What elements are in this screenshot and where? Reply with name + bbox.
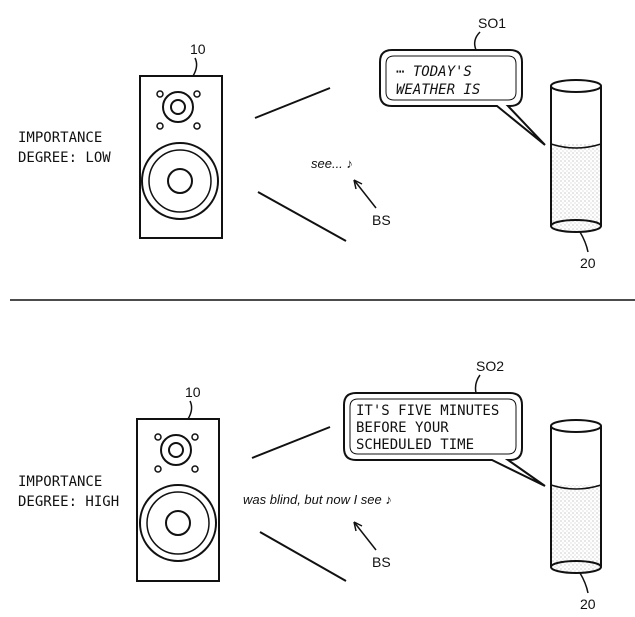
level-cylinder (550, 79, 602, 233)
speech-bubble: ⋯ TODAY'S WEATHER IS (379, 49, 546, 146)
bubble-ref-label: SO2 (476, 358, 504, 374)
cylinder-fill (551, 485, 601, 567)
speaker-leader-line (187, 400, 193, 420)
speaker-ref-label: 10 (185, 384, 201, 400)
speaker-ref-label: 10 (190, 41, 206, 57)
bs-label: BS (372, 554, 391, 570)
bubble-ref-leader (473, 31, 481, 51)
bubble-text-line2: WEATHER IS (396, 82, 480, 98)
importance-label-line2: DEGREE: HIGH (18, 494, 119, 510)
bubble-ref-leader (474, 374, 481, 394)
music-text: was blind, but now I see ♪ (243, 492, 392, 507)
bubble-ref-label: SO1 (478, 15, 506, 31)
sound-line-lower (257, 191, 347, 242)
cylinder-leader (579, 231, 589, 253)
sound-line-upper (254, 87, 331, 119)
importance-label-line2: DEGREE: LOW (18, 150, 111, 166)
bs-arrowhead (353, 179, 363, 190)
cylinder-ref-label: 20 (580, 255, 596, 271)
sound-line-lower (259, 531, 347, 582)
bubble-text-line3: SCHEDULED TIME (356, 437, 474, 453)
fill-level-line (550, 143, 602, 149)
bs-label: BS (372, 212, 391, 228)
music-text: see... ♪ (311, 156, 353, 171)
bubble-text-line2: BEFORE YOUR (356, 420, 449, 436)
speaker-leader-line (192, 57, 198, 77)
sound-line-upper (251, 426, 331, 459)
bs-arrowhead (353, 521, 363, 532)
speech-bubble: IT'S FIVE MINUTES BEFORE YOUR SCHEDULED … (343, 392, 546, 487)
bs-arrow (353, 179, 377, 209)
bs-arrow (353, 521, 377, 551)
bubble-text-line1: IT'S FIVE MINUTES (356, 403, 499, 419)
importance-label-line1: IMPORTANCE (18, 474, 102, 490)
cylinder-leader (579, 572, 589, 594)
speaker-icon (136, 418, 220, 582)
cylinder-ref-label: 20 (580, 596, 596, 612)
bottom-panel: 10 IMPORTANCE DEGREE: HIGH was blind, bu… (18, 358, 602, 612)
level-cylinder (550, 419, 602, 574)
importance-label-line1: IMPORTANCE (18, 130, 102, 146)
speaker-icon (139, 75, 223, 239)
cylinder-fill (551, 144, 601, 226)
fill-level-line (550, 484, 602, 490)
top-panel: 10 IMPORTANCE DEGREE: LOW see... ♪ BS S (18, 15, 602, 271)
bubble-text-line1: ⋯ TODAY'S (396, 64, 472, 80)
